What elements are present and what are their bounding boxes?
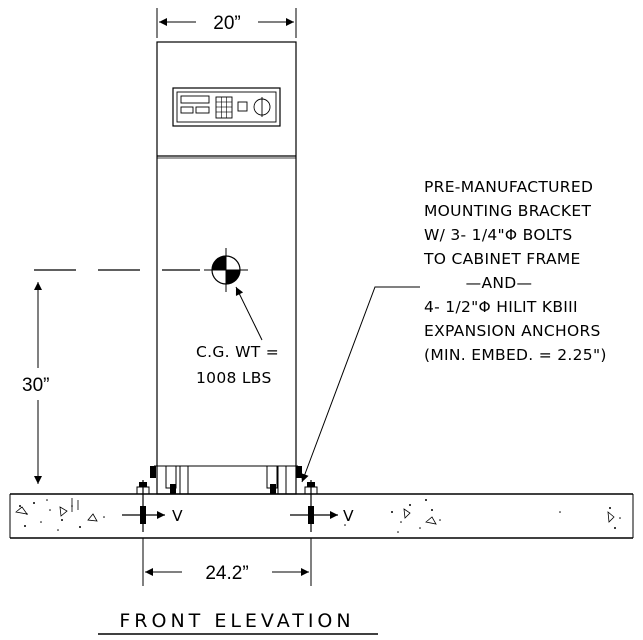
bracket-note-line6: 4- 1/2"Φ HILIT KBIII (424, 298, 578, 316)
anchor-bolt-left (136, 480, 150, 532)
bracket-leader-arrow (301, 286, 420, 483)
section-mark-left-label: V (172, 507, 183, 525)
bracket-note-line5: —AND— (466, 274, 533, 292)
power-switch-icon (253, 97, 271, 117)
height-dimension: 30” (22, 269, 200, 484)
section-mark-left: V (122, 507, 183, 525)
indicator-square (237, 101, 248, 112)
bracket-note-line2: MOUNTING BRACKET (424, 202, 591, 220)
cg-label: C.G. WT = 1008 LBS (196, 343, 279, 387)
anchor-spacing-dimension: 24.2” (142, 538, 312, 586)
cg-leader-arrow (235, 286, 263, 341)
display-top (180, 95, 210, 104)
keypad-icon (215, 96, 233, 119)
width-dimension-label: 20” (213, 13, 240, 34)
drawing-title-text: FRONT ELEVATION (119, 610, 354, 632)
bracket-note-line1: PRE-MANUFACTURED (424, 178, 593, 196)
concrete-slab (9, 493, 634, 539)
control-panel (172, 87, 281, 127)
bracket-note-line3: W/ 3- 1/4"Φ BOLTS (424, 226, 573, 244)
bracket-note-line7: EXPANSION ANCHORS (424, 322, 601, 340)
cg-weight-line2: 1008 LBS (196, 369, 272, 387)
section-mark-right: V (290, 507, 354, 525)
display-small-right (195, 106, 210, 114)
width-dimension: 20” (156, 8, 297, 38)
center-of-gravity-icon (204, 248, 248, 292)
bracket-note-line8: (MIN. EMBED. = 2.25") (424, 346, 607, 364)
anchor-bolt-right (304, 480, 318, 532)
cabinet-base (150, 465, 302, 495)
drawing-title: FRONT ELEVATION (98, 610, 378, 635)
section-mark-right-label: V (343, 507, 354, 525)
bracket-note-line4: TO CABINET FRAME (423, 250, 581, 268)
cg-weight-line1: C.G. WT = (196, 343, 279, 361)
anchor-spacing-label: 24.2” (205, 563, 248, 584)
bracket-note: PRE-MANUFACTURED MOUNTING BRACKET W/ 3- … (423, 178, 607, 364)
height-dimension-label: 30” (22, 375, 49, 396)
display-small-left (180, 106, 194, 114)
